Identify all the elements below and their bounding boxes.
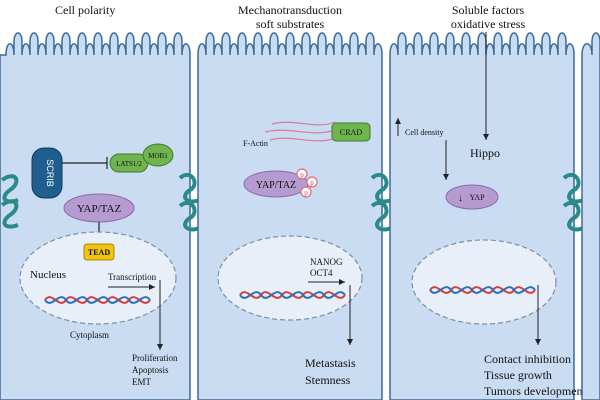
nucleus-3 — [411, 239, 557, 325]
scrib-label: SCRIB — [45, 159, 55, 187]
outcome-proliferation: Proliferation — [132, 353, 178, 363]
nanog-label: NANOG — [310, 257, 343, 267]
crad-protein: CRAD — [331, 122, 371, 142]
outcome-apoptosis: Apoptosis — [132, 365, 169, 375]
phospho-label-2: p — [310, 179, 314, 187]
outcome-tumors-development: Tumors development — [484, 384, 587, 398]
phospho-label-1: p — [300, 171, 304, 179]
crad-label: CRAD — [340, 128, 362, 137]
hippo-label: Hippo — [470, 146, 500, 160]
dna-helix-2 — [239, 291, 346, 299]
tead-protein: TEAD — [83, 243, 115, 261]
cell-4-body — [581, 32, 600, 400]
outcome-contact-inhibition: Contact inhibition — [484, 352, 571, 366]
outcome-emt: EMT — [132, 377, 152, 387]
junction-1-2-a — [178, 172, 201, 204]
lats-protein: LATS1/2 — [109, 153, 149, 173]
phospho-label-3: p — [304, 189, 308, 197]
factin-fibers — [264, 121, 337, 142]
junction-3-4-b — [562, 200, 585, 232]
dna-helix-1 — [44, 296, 151, 304]
nucleus-2 — [217, 235, 363, 321]
mob1-label: MOB1 — [148, 152, 168, 160]
outcome-tissue-growth: Tissue growth — [484, 368, 552, 382]
yap-down-symbol: ↓ — [458, 193, 463, 204]
panel3-title-line2: oxidative stress — [451, 17, 526, 31]
yaptaz-label-1: YAP/TAZ — [77, 203, 122, 215]
dna-helix-3 — [429, 286, 536, 294]
lats-label: LATS1/2 — [116, 160, 142, 168]
nucleus-label: Nucleus — [30, 269, 66, 281]
outcome-metastasis: Metastasis — [305, 356, 356, 370]
junction-2-3-b — [370, 200, 393, 232]
panel3-title-line1: Soluble factors — [452, 3, 525, 17]
oct4-label: OCT4 — [310, 268, 333, 278]
outcome-stemness: Stemness — [305, 373, 351, 387]
junction-left-1 — [0, 174, 19, 229]
cell-1: Cell polarity SCRIB LATS1/2 MOB1 YAP/TAZ — [0, 3, 191, 400]
yap-protein-3: ↓ YAP — [445, 184, 499, 210]
cell-2: Mechanotransduction soft substrates F-Ac… — [197, 3, 383, 400]
yap-label-3: YAP — [469, 193, 485, 202]
tead-label: TEAD — [88, 248, 110, 257]
yaptaz-protein-1: YAP/TAZ — [63, 193, 135, 223]
cell-density-label: Cell density — [405, 128, 443, 137]
cell-3-body — [389, 32, 575, 400]
panel2-title-line2: soft substrates — [256, 17, 325, 31]
transcription-label: Transcription — [108, 272, 157, 282]
cell-3: Soluble factors oxidative stress Cell de… — [389, 3, 587, 400]
junction-2-3-a — [370, 172, 393, 204]
scrib-inhibition-line — [62, 157, 108, 169]
junction-3-4-a — [562, 172, 585, 204]
factin-label: F-Actin — [243, 139, 268, 148]
phospho-groups: p p p — [296, 168, 318, 198]
junction-1-2-b — [178, 200, 201, 232]
panel1-title: Cell polarity — [55, 3, 115, 17]
panel2-title-line1: Mechanotransduction — [238, 3, 342, 17]
cytoplasm-label: Cytoplasm — [70, 330, 109, 340]
mob1-protein: MOB1 — [142, 143, 174, 167]
cell-2-body — [197, 32, 383, 400]
yaptaz-label-2: YAP/TAZ — [256, 180, 296, 191]
scrib-protein: SCRIB — [31, 147, 63, 199]
